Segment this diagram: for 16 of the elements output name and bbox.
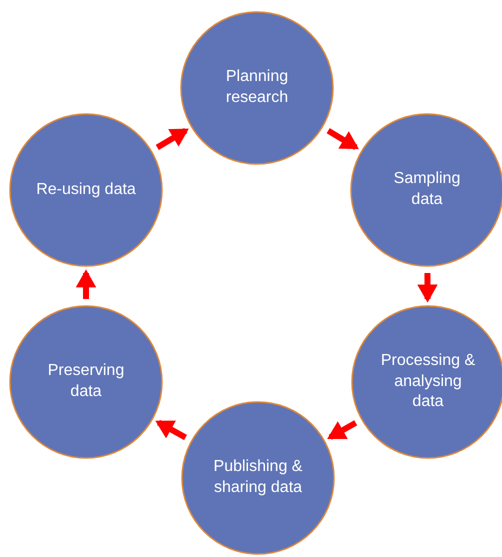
- stage-label: Preserving data: [46, 361, 126, 402]
- arrow: [76, 269, 96, 299]
- stage-label: Re-using data: [36, 180, 136, 200]
- arrow: [156, 128, 189, 150]
- stage-label: Sampling data: [392, 169, 462, 210]
- stage-circle: [9, 113, 163, 267]
- stage-label: Processing & analysing data: [380, 350, 476, 412]
- arrow: [155, 420, 187, 440]
- stage-circle: [181, 401, 335, 555]
- arrow: [326, 128, 359, 150]
- arrow: [417, 272, 438, 303]
- stage-circle: [180, 11, 334, 165]
- stage-label: Planning research: [224, 67, 290, 108]
- arrow: [327, 420, 358, 440]
- stage-label: Publishing & sharing data: [212, 457, 304, 498]
- stage-circle: [9, 305, 163, 459]
